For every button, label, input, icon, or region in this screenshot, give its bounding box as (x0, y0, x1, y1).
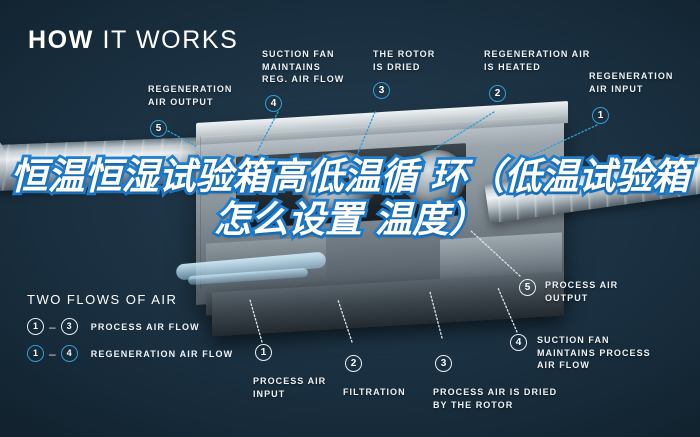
legend-label-regeneration-air-flow: REGENERATION AIR FLOW (90, 348, 234, 359)
callout-marker-suction-fan-regeneration[interactable]: 4 (265, 95, 282, 112)
callout-label-suction-fan-process: SUCTION FAN MAINTAINS PROCESS AIR FLOW (537, 335, 651, 370)
legend: TWO FLOWS OF AIR 1 – 3 PROCESS AIR FLOW … (27, 292, 233, 372)
legend-row-process-air-flow: 1 – 3 PROCESS AIR FLOW (27, 318, 233, 335)
leader-line-suction-fan-process (497, 287, 518, 333)
callout-marker-filtration[interactable]: 2 (345, 355, 362, 372)
callout-label-regeneration-air-heated: REGENERATION AIR IS HEATED (484, 49, 591, 72)
page-title: HOW IT WORKS (28, 26, 238, 55)
leader-line-process-output (469, 229, 521, 277)
callout-marker-process-air-output[interactable]: 5 (519, 279, 536, 296)
callout-label-process-air-dried: PROCESS AIR IS DRIED BY THE ROTOR (433, 387, 558, 410)
legend-dash-process: – (49, 319, 56, 334)
page-title-rest: IT WORKS (93, 26, 239, 54)
callout-label-suction-fan-regeneration: SUCTION FAN MAINTAINS REG. AIR FLOW (262, 49, 345, 84)
callout-marker-regeneration-air-input[interactable]: 1 (592, 107, 609, 124)
page-title-bold: HOW (28, 26, 94, 54)
callout-label-filtration: FILTRATION (343, 387, 406, 397)
leader-line-regen-input (504, 124, 598, 169)
callout-label-process-air-output: PROCESS AIR OUTPUT (545, 280, 619, 303)
callout-label-regeneration-air-output: REGENERATION AIR OUTPUT (148, 84, 233, 107)
callout-marker-process-air-input[interactable]: 1 (255, 344, 272, 361)
callout-marker-process-air-dried[interactable]: 3 (435, 355, 452, 372)
legend-marker-process-to: 3 (60, 318, 78, 335)
leader-line-process-dried (429, 291, 443, 339)
legend-dash-regeneration: – (49, 346, 56, 361)
leader-line-process-input (249, 299, 263, 343)
callout-label-process-air-input: PROCESS AIR INPUT (253, 376, 327, 399)
chinese-headline-overlay: 恒温恒湿试验箱高低温循 环（低温试验箱怎么设置 温度） (8, 152, 692, 244)
callout-marker-regeneration-air-output[interactable]: 5 (150, 120, 167, 137)
legend-title: TWO FLOWS OF AIR (27, 292, 178, 307)
legend-marker-regeneration-to: 4 (60, 345, 78, 362)
callout-marker-rotor-is-dried[interactable]: 3 (373, 82, 390, 99)
legend-row-regeneration-air-flow: 1 – 4 REGENERATION AIR FLOW (27, 345, 233, 362)
callout-label-regeneration-air-input: REGENERATION AIR INPUT (589, 71, 674, 94)
callout-marker-suction-fan-process[interactable]: 4 (510, 334, 527, 351)
leader-line-filtration (337, 299, 353, 343)
leader-line-suction-fan-regen (257, 111, 279, 151)
legend-label-process-air-flow: PROCESS AIR FLOW (90, 321, 200, 332)
legend-marker-regeneration-from: 1 (27, 345, 44, 362)
leader-line-rotor-dried (354, 111, 376, 161)
legend-marker-process-from: 1 (27, 318, 44, 335)
callout-marker-regeneration-air-heated[interactable]: 2 (489, 85, 506, 102)
leader-line-regen-heated (403, 111, 495, 169)
callout-label-rotor-is-dried: THE ROTOR IS DRIED (373, 49, 436, 72)
leader-line-regen-output (167, 130, 197, 147)
